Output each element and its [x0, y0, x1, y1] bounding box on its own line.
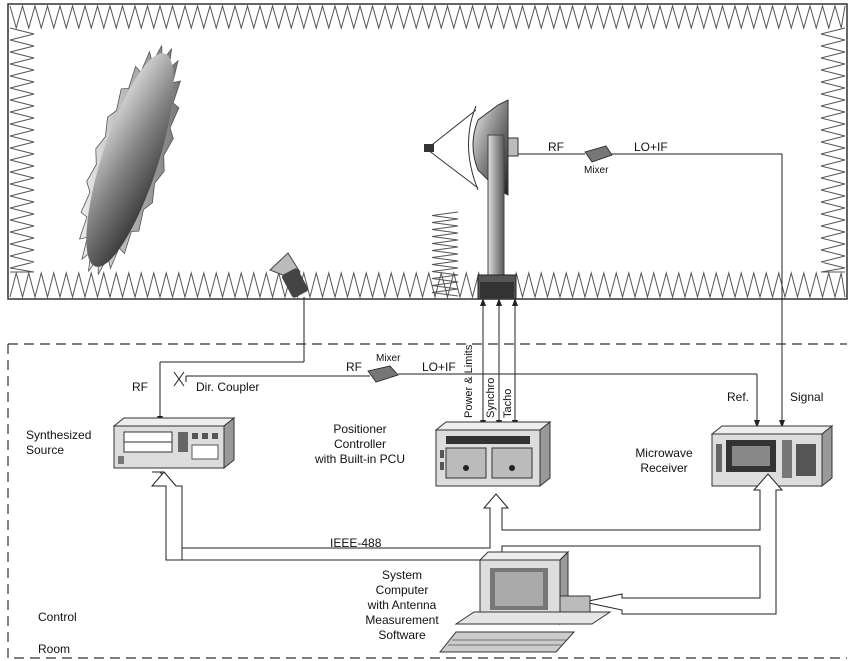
feed-horn: [269, 252, 308, 362]
absorber-bottom: [9, 271, 846, 299]
control-room-boundary: [7, 343, 847, 659]
rf-cabling: [157, 361, 760, 428]
power-limits-label: Power & Limits: [463, 344, 475, 418]
positioner-controller-instrument: [434, 420, 552, 488]
dir-coupler-label: Dir. Coupler: [196, 380, 260, 394]
computer-label-4: Measurement: [365, 613, 439, 627]
ref-label: Ref.: [727, 390, 750, 404]
top-mixer-circuit: [518, 145, 785, 428]
absorber-top: [9, 4, 846, 30]
ieee-488-bus: [150, 471, 784, 615]
rf-label-mid: RF: [346, 360, 362, 374]
computer-label-1: System: [381, 568, 422, 582]
receiver-label-2: Receiver: [640, 461, 688, 475]
reflector: [79, 45, 181, 275]
mixer-label-top: Mixer: [584, 165, 609, 176]
positioner-label-1: Positioner: [333, 422, 387, 436]
lo-if-label-mid: LO+IF: [422, 360, 456, 374]
synchro-label: Synchro: [485, 377, 497, 418]
synthesized-source-instrument: [112, 416, 236, 470]
synthesized-source-label-2: Source: [26, 443, 65, 457]
signal-label: Signal: [790, 390, 824, 404]
aut-dish: [424, 99, 519, 300]
microwave-receiver-instrument: [710, 424, 834, 488]
computer-label-5: Software: [378, 628, 426, 642]
anechoic-chamber: [7, 3, 848, 300]
control-label: Control: [38, 610, 77, 624]
synthesized-source-label-1: Synthesized: [26, 428, 92, 442]
absorber-left: [9, 27, 35, 273]
mixer-label-mid: Mixer: [376, 353, 401, 364]
room-label: Room: [38, 642, 71, 656]
absorber-right: [820, 27, 846, 273]
computer-label-2: Computer: [375, 583, 429, 597]
positioner-label-3: with Built-in PCU: [314, 452, 406, 466]
system-computer: [438, 550, 612, 653]
tacho-label: Tacho: [502, 388, 514, 418]
positioner-label-2: Controller: [333, 437, 387, 451]
absorber-shield: [431, 211, 459, 297]
receiver-label-1: Microwave: [635, 446, 693, 460]
lo-if-label-top: LO+IF: [634, 140, 668, 154]
computer-label-3: with Antenna: [367, 598, 437, 612]
ieee-488-label: IEEE-488: [330, 536, 382, 550]
rf-label-left: RF: [132, 380, 148, 394]
rf-label-top: RF: [548, 140, 564, 154]
